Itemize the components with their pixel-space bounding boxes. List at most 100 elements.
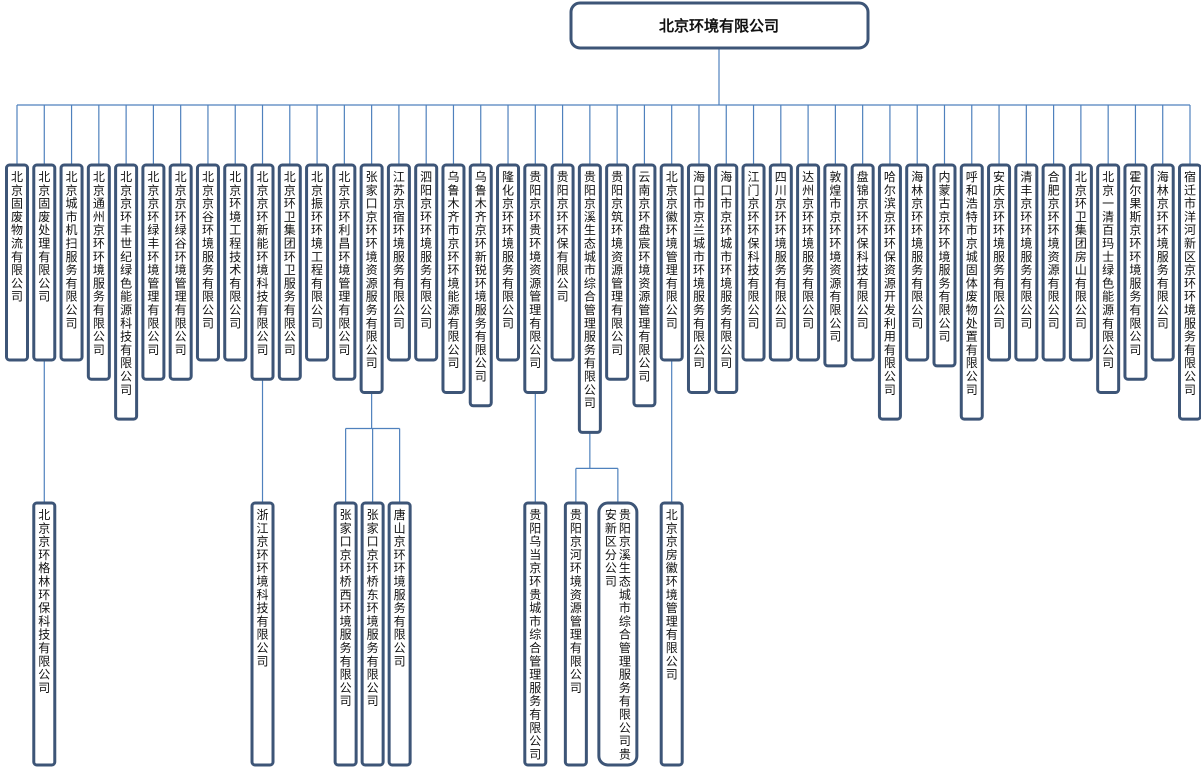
subsidiary-drops — [16, 105, 1191, 165]
subsidiary-label: 张家口京环环境资源服务有限公司 — [366, 170, 378, 370]
subsidiary-label: 北京环卫集团环卫服务有限公司 — [284, 170, 296, 357]
sub-subsidiary-node: 北京京环格林环保科技有限公司 — [32, 501, 57, 767]
subsidiary-label: 海口市京兰城市环境服务有限公司 — [693, 169, 705, 370]
subsidiary-node: 敦煌市京环环境资源有限公司 — [823, 163, 848, 368]
sub-subsidiary-row: 北京京环格林环保科技有限公司浙江京环环境科技有限公司张家口京环桥西环境服务有限公… — [32, 501, 684, 767]
sub-subsidiary-node: 张家口京环桥东环境服务有限公司 — [360, 501, 385, 767]
subsidiary-node: 北京环卫集团环卫服务有限公司 — [277, 163, 302, 381]
subsidiary-label: 北京京环绿谷环境管理有限公司 — [175, 170, 187, 357]
sub-subsidiary-box — [597, 501, 639, 767]
subsidiary-label: 北京京环利昌环境管理有限公司 — [338, 170, 350, 357]
subsidiary-node: 北京环境工程技术有限公司 — [223, 163, 248, 362]
subsidiary-label: 北京通州京环环境服务有限公司 — [93, 170, 105, 357]
subsidiary-label: 北京城市机扫服务有限公司 — [66, 170, 78, 330]
subsidiary-label: 霍尔果斯京环环境服务有限公司 — [1129, 170, 1141, 357]
subsidiary-node: 内蒙古京环环境服务有限公司 — [932, 163, 957, 368]
subsidiary-label: 海林京环环境服务有限公司 — [911, 169, 923, 330]
sub-subsidiary-box — [387, 501, 412, 767]
subsidiary-label: 云南京环盘宸环境资源管理有限公司 — [638, 170, 650, 384]
subsidiary-label: 北京京环新能环境科技有限公司 — [257, 170, 269, 357]
subsidiary-node: 贵阳京溪生态城市综合管理服务有限公司 — [577, 163, 602, 434]
sub-subsidiary-box — [563, 501, 588, 767]
sub-subsidiary-box — [360, 501, 385, 767]
subsidiary-box — [1014, 163, 1039, 362]
subsidiary-label: 北京京徽环境管理有限公司 — [666, 170, 678, 330]
subsidiary-label: 海林京环环境服务有限公司 — [1157, 169, 1169, 330]
subsidiary-node: 北京固废处理有限公司 — [32, 163, 57, 362]
subsidiary-box — [550, 163, 575, 362]
sub-subsidiary-label: 贵阳京溪生态城市综合管理服务有限公司贵安新区分公司 — [605, 507, 631, 761]
sub-subsidiary-box — [32, 501, 57, 767]
subsidiary-box — [1041, 163, 1066, 362]
subsidiary-box — [468, 163, 493, 408]
subsidiary-box — [1096, 163, 1121, 394]
subsidiary-box — [195, 163, 220, 362]
subsidiary-box — [414, 163, 439, 362]
subsidiary-node: 北京固废物流有限公司 — [5, 163, 29, 362]
subsidiary-box — [277, 163, 302, 381]
sub-subsidiary-label: 贵阳乌当京环贵城市综合管理服务有限公司 — [529, 508, 541, 761]
subsidiary-box — [223, 163, 248, 362]
subsidiary-box — [114, 163, 139, 421]
sub-subsidiary-node: 北京京房徽环境管理有限公司 — [659, 501, 684, 767]
subsidiary-node: 乌鲁木齐市京环环境能源有限公司 — [441, 163, 466, 394]
subsidiary-label: 贵阳京筑环境资源管理有限公司 — [611, 170, 623, 357]
subsidiary-node: 江门京环环保科技有限公司 — [741, 163, 766, 362]
subsidiary-node: 合肥京环环境资源有限公司 — [1041, 163, 1066, 362]
subsidiary-label: 达州京环环境服务有限公司 — [802, 170, 814, 330]
subsidiary-node: 四川京环环境服务有限公司 — [768, 163, 793, 362]
subsidiary-box — [932, 163, 957, 368]
subsidiary-node: 泗阳京环环境服务有限公司 — [414, 163, 439, 362]
subsidiary-label: 北京固废处理有限公司 — [38, 170, 50, 304]
subsidiary-node: 北京城市机扫服务有限公司 — [59, 163, 84, 362]
subsidiary-node: 北京京谷环境服务有限公司 — [195, 163, 220, 362]
subsidiary-box — [359, 163, 384, 394]
subsidiary-label: 江苏京宿环境服务有限公司 — [393, 170, 405, 330]
subsidiary-node: 北京振环环境工程有限公司 — [305, 163, 330, 362]
subsidiary-box — [905, 163, 930, 362]
subsidiary-box — [305, 163, 330, 362]
subsidiary-node: 北京京环利昌环境管理有限公司 — [332, 163, 357, 381]
subsidiary-label: 北京振环环境工程有限公司 — [311, 170, 323, 330]
subsidiary-box — [250, 163, 275, 381]
subsidiary-label: 北京环境工程技术有限公司 — [229, 170, 241, 330]
subsidiary-node: 安庆京环环境服务有限公司 — [987, 163, 1012, 362]
subsidiary-label: 北京固废物流有限公司 — [11, 170, 23, 304]
subsidiary-label: 北京京环丰世纪绿色能源科技有限公司 — [120, 170, 132, 397]
subsidiary-label: 内蒙古京环环境服务有限公司 — [938, 170, 950, 344]
subsidiary-label: 贵阳京环贵环境资源管理有限公司 — [529, 170, 541, 370]
root-box — [569, 1, 870, 50]
sub-subsidiary-node: 浙江京环环境科技有限公司 — [250, 501, 275, 767]
subsidiary-label: 乌鲁木齐市京环环境能源有限公司 — [447, 169, 459, 370]
subsidiary-node: 海口市京环城市环境服务有限公司 — [714, 163, 739, 394]
sub-subsidiary-label: 张家口京环桥东环境服务有限公司 — [367, 508, 379, 708]
subsidiary-box — [605, 163, 630, 381]
subsidiary-box — [796, 163, 821, 362]
subsidiary-box — [987, 163, 1012, 362]
sub-subsidiary-label: 贵阳京河环境资源管理有限公司 — [570, 508, 582, 695]
subsidiary-row: 北京固废物流有限公司 北京固废处理有限公司 北京城市机扫服务有限公司 北京通州京环环境… — [5, 163, 1201, 434]
subsidiary-node: 清丰京环环境服务有限公司 — [1014, 163, 1039, 362]
subsidiary-box — [1123, 163, 1148, 381]
subsidiary-node: 贵阳京环环保有限公司 — [550, 163, 575, 362]
sub-subsidiary-box — [523, 501, 548, 767]
subsidiary-box — [332, 163, 357, 381]
sub-subsidiary-label: 北京京环格林环保科技有限公司 — [38, 508, 50, 695]
subsidiary-box — [1150, 163, 1175, 362]
root-label: 北京环境有限公司 — [659, 17, 779, 35]
subsidiary-box — [168, 163, 193, 381]
subsidiary-label: 哈尔滨京环环保资源开发利用有限公司 — [884, 170, 896, 397]
sub-subsidiary-box — [333, 501, 358, 767]
subsidiary-node: 张家口京环环境资源服务有限公司 — [359, 163, 384, 394]
subsidiary-label: 呼和浩特市京城固体废物处置有限公司 — [966, 170, 978, 397]
subsidiary-node: 北京通州京环环境服务有限公司 — [86, 163, 111, 381]
subsidiary-node: 北京京环绿谷环境管理有限公司 — [168, 163, 193, 381]
subsidiary-label: 敦煌市京环环境资源有限公司 — [829, 169, 841, 344]
subsidiary-node: 盘锦京环环保科技有限公司 — [850, 163, 875, 362]
subsidiary-node: 贵阳京筑环境资源管理有限公司 — [605, 163, 630, 381]
subsidiary-box — [741, 163, 766, 362]
subsidiary-label: 江门京环环保科技有限公司 — [748, 170, 760, 330]
subsidiary-node: 海林京环环境服务有限公司 — [1150, 163, 1175, 362]
subsidiary-node: 云南京环盘宸环境资源管理有限公司 — [632, 163, 657, 408]
subsidiary-label: 北京一清百玛士绿色能源有限公司 — [1102, 170, 1114, 370]
